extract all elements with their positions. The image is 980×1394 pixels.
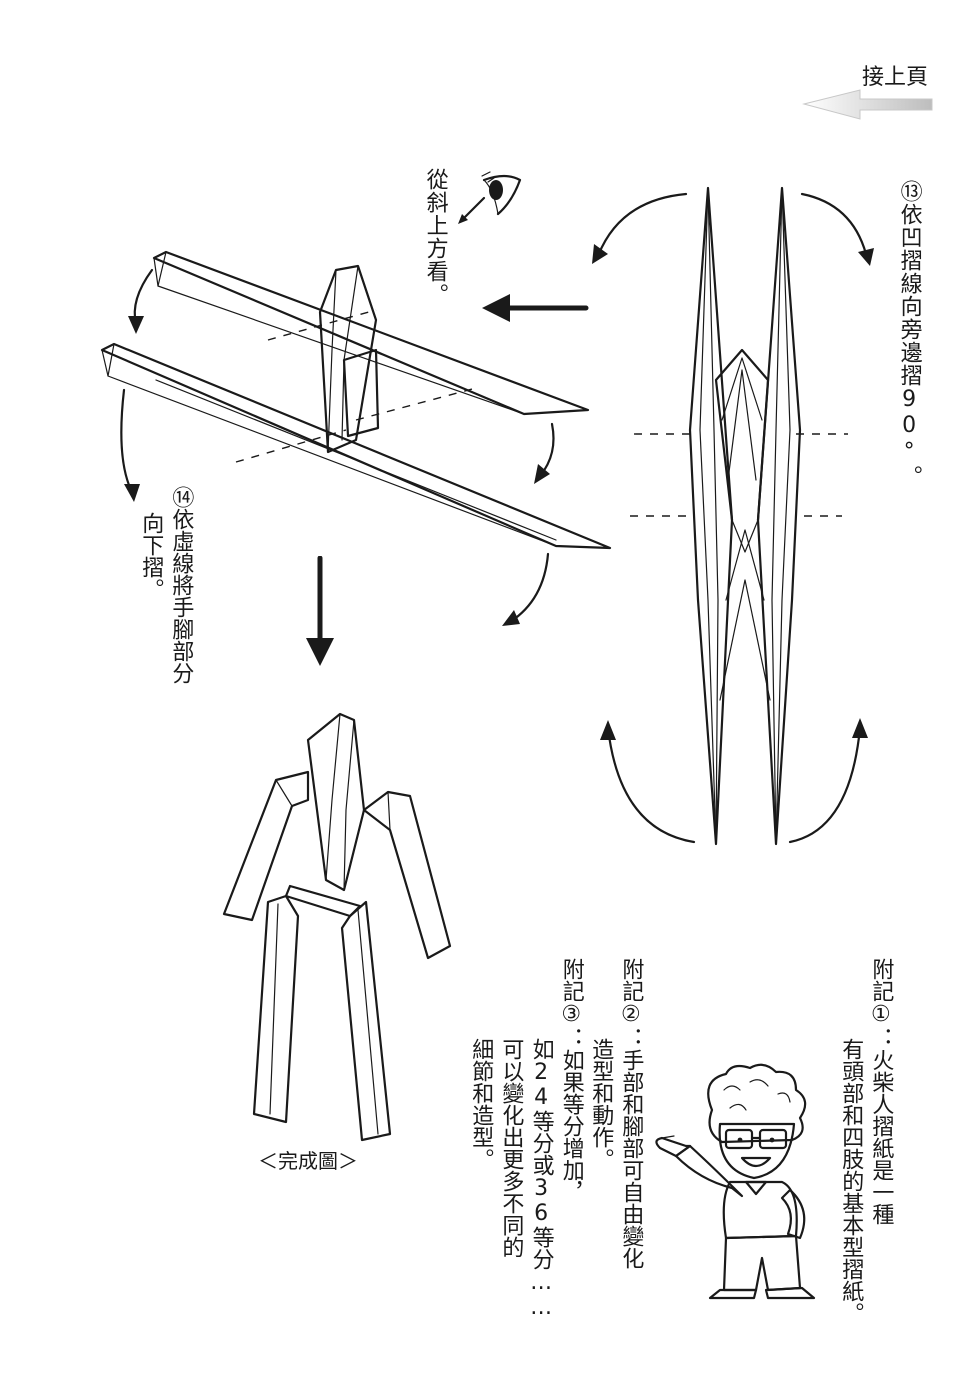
completed-figure: [222, 712, 452, 1142]
step-14-diagram: [100, 250, 612, 626]
note-3: 附記③：如果等分增加， 如24等分或36等分…… 可以變化出更多不同的 細節和造…: [468, 958, 584, 1320]
note-1: 附記①：火柴人摺紙是一種 有頭部和四肢的基本型摺紙。: [838, 958, 894, 1324]
left-arrow-icon: [482, 294, 589, 322]
step-13-number: ⑬: [896, 180, 922, 203]
step-13-diagram: [592, 186, 874, 846]
note-2: 附記②：手部和腳部可自由變化 造型和動作。: [588, 958, 644, 1269]
down-arrow-icon: [306, 556, 334, 666]
step-14-number: ⑭: [168, 486, 194, 508]
continue-label: 接上頁: [862, 65, 929, 90]
step-13-text: ⑬依凹摺線向旁邊摺90°。: [896, 180, 922, 488]
step-14-text: ⑭依虛線將手腳部分 向下摺。: [138, 486, 194, 684]
completed-caption: ＜完成圖＞: [258, 1149, 358, 1173]
eye-icon: [458, 171, 522, 224]
view-hint-text: 從斜上方看。: [422, 168, 448, 306]
left-arrow-icon: [802, 89, 933, 120]
cartoon-character: [655, 1063, 816, 1300]
